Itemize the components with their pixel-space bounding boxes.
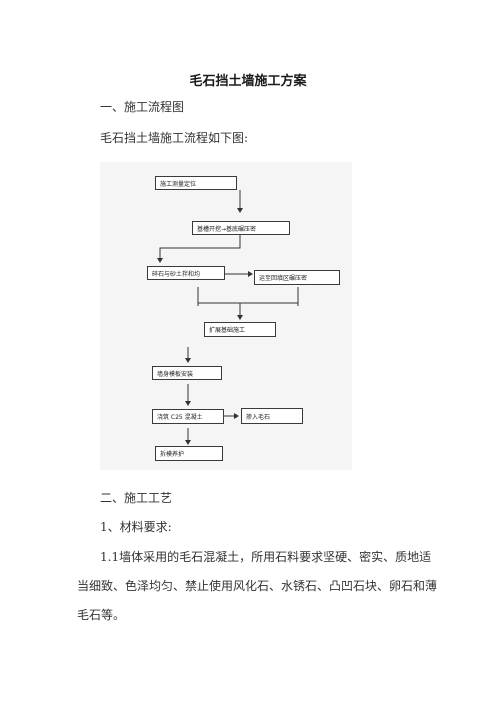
flowchart-connectors xyxy=(157,190,299,445)
step-formwork-box: 墙身模板安装 xyxy=(152,366,222,380)
flowchart-intro: 毛石挡土墙施工流程如下图: xyxy=(100,131,249,145)
step-stone-box: 掺入毛石 xyxy=(241,408,303,424)
step-survey-box: 施工测量定位 xyxy=(155,176,237,190)
step-cure-box: 拆模养护 xyxy=(155,446,223,461)
step-pour-box: 浇筑 C25 混凝土 xyxy=(152,409,224,424)
section-heading-flowchart: 一、施工流程图 xyxy=(100,100,185,114)
paragraph-line-3: 毛石等。 xyxy=(77,608,126,622)
paragraph-line-1: 1.1墙体采用的毛石混凝土，所用石料要求坚硬、密实、质地适 xyxy=(100,550,432,564)
section-heading-process: 二、施工工艺 xyxy=(100,491,173,505)
paragraph-line-2: 当细致、色泽均匀、禁止使用风化石、水锈石、凸凹石块、卵石和薄 xyxy=(77,579,438,593)
step-excavate-box: 基槽开挖→基底碾压密 xyxy=(192,221,290,235)
subsection-heading-materials: 1、材料要求: xyxy=(100,520,172,534)
step-mix-box: 碎石与砂土拌和均 xyxy=(147,266,225,280)
flowchart-figure: 施工测量定位 基槽开挖→基底碾压密 碎石与砂土拌和均 运至回填区碾压密 扩展基础… xyxy=(100,162,352,470)
step-foundation-box: 扩展基础施工 xyxy=(204,322,276,337)
document-title: 毛石挡土墙施工方案 xyxy=(189,74,307,89)
step-backfill-box: 运至回填区碾压密 xyxy=(254,270,340,285)
